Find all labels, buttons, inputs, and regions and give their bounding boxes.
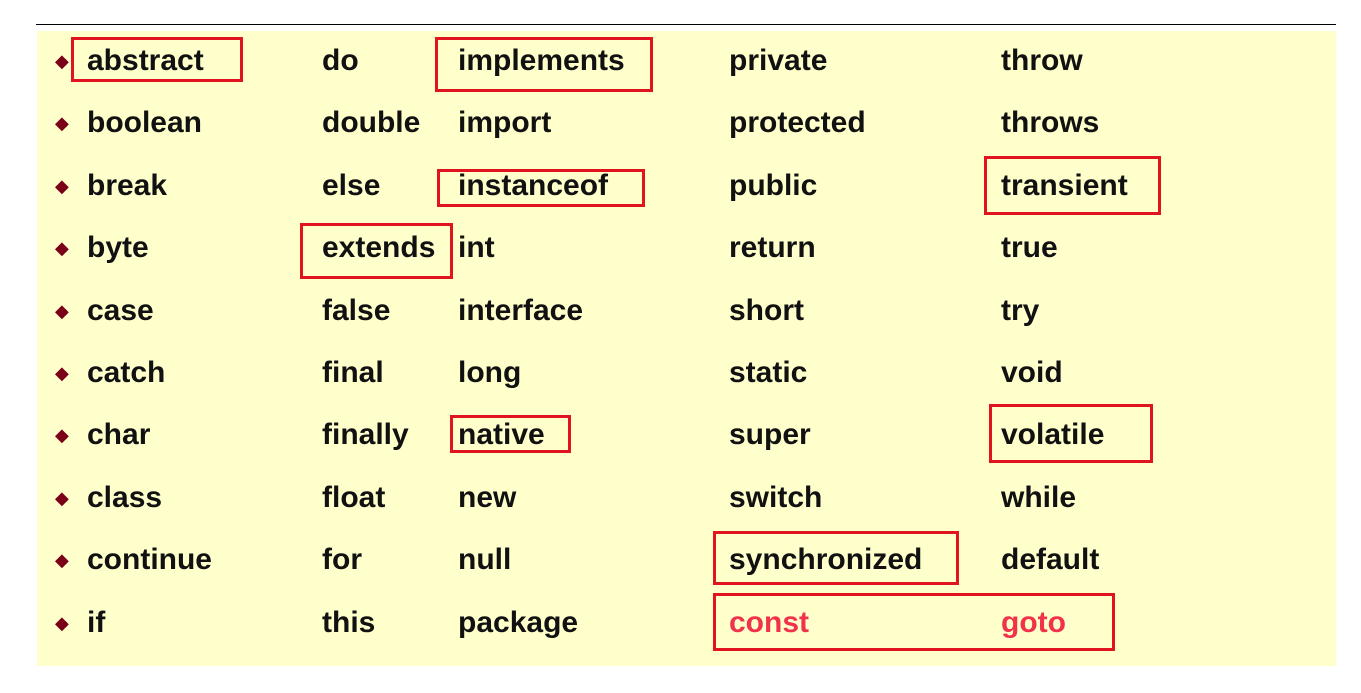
highlight-box-implements (435, 37, 653, 92)
highlight-box-volatile (989, 404, 1153, 463)
diamond-bullet-icon (55, 242, 68, 255)
diamond-bullet-icon (55, 429, 68, 442)
keyword: implements (458, 44, 625, 77)
diamond-bullet-icon (55, 554, 68, 567)
keyword: int (458, 231, 495, 264)
keyword: public (729, 169, 818, 202)
keyword: finally (322, 418, 409, 451)
keyword: else (322, 169, 381, 202)
keyword: double (322, 106, 421, 139)
keyword: class (87, 481, 163, 514)
keyword: boolean (87, 106, 203, 139)
keyword: for (322, 543, 362, 576)
keyword: switch (729, 481, 823, 514)
keyword: break (87, 169, 168, 202)
keyword: interface (458, 294, 584, 327)
keyword: continue (87, 543, 212, 576)
keyword-row: char finally native super volatile (37, 405, 1336, 467)
keyword: volatile (1001, 418, 1105, 451)
keyword: case (87, 294, 154, 327)
keyword: final (322, 356, 384, 389)
diamond-bullet-icon (55, 55, 68, 68)
keyword: synchronized (729, 543, 923, 576)
top-rule (36, 24, 1336, 25)
diamond-bullet-icon (55, 180, 68, 193)
highlight-box-instanceof (437, 169, 645, 207)
keyword: float (322, 481, 386, 514)
keyword: throws (1001, 106, 1100, 139)
keyword: true (1001, 231, 1058, 264)
keyword: throw (1001, 44, 1083, 77)
keyword-row: boolean double import protected throws (37, 93, 1336, 155)
diamond-bullet-icon (55, 117, 68, 130)
keyword: catch (87, 356, 166, 389)
keyword: private (729, 44, 828, 77)
keyword-row: continue for null synchronized default (37, 530, 1336, 592)
keyword: native (458, 418, 545, 451)
highlight-box-synchronized (713, 531, 959, 585)
highlight-box-const-goto (713, 593, 1115, 651)
keyword-table: abstract do implements private throw boolean d… (37, 31, 1336, 666)
keyword: do (322, 44, 359, 77)
keyword: transient (1001, 169, 1128, 202)
keyword: instanceof (458, 169, 609, 202)
diamond-bullet-icon (55, 367, 68, 380)
keyword: while (1001, 481, 1077, 514)
keyword: protected (729, 106, 866, 139)
keyword: abstract (87, 44, 204, 77)
keyword-row: abstract do implements private throw (37, 31, 1336, 93)
keyword: this (322, 606, 376, 639)
keyword: super (729, 418, 811, 451)
keyword: return (729, 231, 816, 264)
keyword: try (1001, 294, 1040, 327)
keyword: goto (1001, 606, 1066, 639)
keyword-row: case false interface short try (37, 281, 1336, 343)
diamond-bullet-icon (55, 617, 68, 630)
keyword: const (729, 606, 810, 639)
keyword-row: if this package const goto (37, 593, 1336, 655)
highlight-box-native (450, 415, 571, 453)
keyword-row: byte extends int return true (37, 218, 1336, 280)
keyword: package (458, 606, 579, 639)
keyword: import (458, 106, 552, 139)
keyword: byte (87, 231, 149, 264)
keyword: false (322, 294, 391, 327)
highlight-box-transient (984, 156, 1161, 215)
keyword: if (87, 606, 106, 639)
keyword: new (458, 481, 517, 514)
keyword-row: class float new switch while (37, 468, 1336, 530)
highlight-box-extends (300, 223, 453, 279)
highlight-box-abstract (71, 37, 243, 82)
diamond-bullet-icon (55, 305, 68, 318)
keyword: extends (322, 231, 436, 264)
keyword: static (729, 356, 808, 389)
keyword-row: break else instanceof public transient (37, 156, 1336, 218)
keyword: default (1001, 543, 1100, 576)
keyword: null (458, 543, 512, 576)
diamond-bullet-icon (55, 492, 68, 505)
keyword: char (87, 418, 151, 451)
keyword: short (729, 294, 804, 327)
keyword: long (458, 356, 522, 389)
keyword-row: catch final long static void (37, 343, 1336, 405)
keyword: void (1001, 356, 1063, 389)
